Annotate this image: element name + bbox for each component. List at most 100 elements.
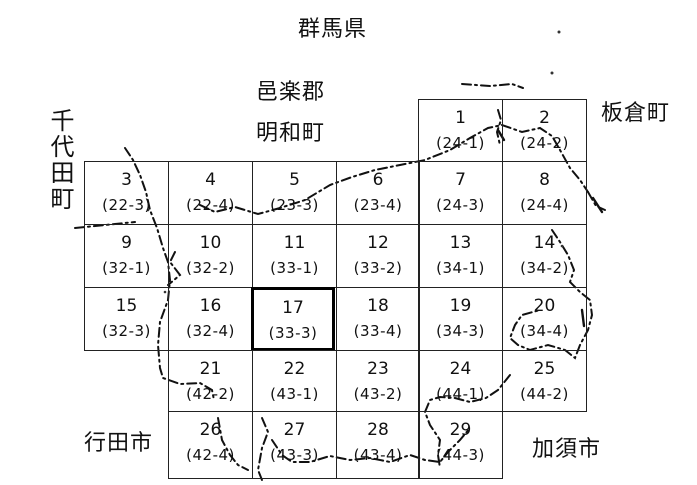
grid-cell: 25 (44-2) (502, 350, 587, 412)
cell-number: 17 (282, 298, 304, 318)
cell-number: 25 (533, 359, 556, 379)
cell-code: (43-1) (270, 385, 319, 403)
boundary-south-mid (256, 417, 270, 481)
cell-code: (43-2) (353, 385, 403, 403)
boundary-south (217, 417, 249, 471)
grid-cell: 1(24-1) (418, 99, 503, 162)
cell-code: (32-1) (102, 259, 151, 277)
boundary-west-left (74, 221, 136, 229)
cell-number: 3 (121, 170, 132, 190)
grid-cell: 8 (24-4) (502, 161, 587, 225)
cell-code: (44-3) (436, 446, 485, 464)
cell-code: (33-3) (268, 324, 318, 342)
cell-number: 29 (449, 420, 472, 440)
grid-cell: 28 (43-4) (336, 411, 420, 479)
cell-number: 8 (539, 170, 550, 190)
boundary-north (199, 123, 589, 216)
grid-cell: 12 (33-2) (336, 224, 420, 288)
cell-code: (22-4) (186, 196, 235, 214)
cell-code: (32-4) (186, 322, 235, 340)
grid-cell: 14 (34-2) (502, 224, 587, 288)
grid-cell: 29 (44-3) (418, 411, 503, 479)
cell-number: 27 (283, 420, 306, 440)
boundary-north-east (587, 191, 606, 211)
cell-code: (24-3) (436, 196, 485, 214)
cell-code: (33-4) (353, 322, 403, 340)
grid-cell: 9 (32-1) (84, 224, 169, 288)
boundary-north-stub (495, 109, 503, 146)
grid-cell: 16 (32-4) (168, 287, 253, 351)
cell-code: (24-2) (520, 134, 569, 152)
grid-cell: 18 (33-4) (336, 287, 420, 351)
cell-number: 12 (367, 233, 389, 253)
cell-code: (44-2) (520, 385, 569, 403)
cell-number: 16 (199, 296, 222, 316)
grid-cell: 5(23-3) (252, 161, 337, 225)
cell-code: (34-1) (436, 259, 485, 277)
cell-number: 18 (367, 296, 389, 316)
region-label-oura-gun: 邑楽郡 (256, 80, 326, 105)
cell-number: 6 (372, 170, 384, 190)
cell-code: (32-2) (186, 259, 235, 277)
boundary-west (124, 147, 215, 401)
boundary-east (508, 229, 594, 360)
cell-code: (42-2) (186, 385, 235, 403)
grid-cell: 26 (42-4) (168, 411, 253, 479)
grid-cell: 3 (22-3) (84, 161, 169, 225)
cell-number: 20 (533, 296, 556, 316)
grid-cell-highlighted: 17 (33-3) (251, 287, 335, 351)
cell-code: (43-4) (353, 446, 403, 464)
cell-number: 23 (367, 359, 389, 379)
cell-number: 10 (199, 233, 222, 253)
cell-number: 28 (367, 420, 389, 440)
region-label-gyoda: 行田市 (84, 431, 154, 456)
grid-cell: 24 (44-1) (418, 350, 503, 412)
region-label-kazo: 加須市 (532, 437, 602, 462)
cell-number: 13 (449, 233, 472, 253)
cell-code: (33-1) (270, 259, 319, 277)
region-label-itakura: 板倉町 (601, 101, 671, 126)
grid-cell: 7(24-3) (418, 161, 503, 225)
cell-code: (43-3) (270, 446, 319, 464)
grid-cell: 4 (22-4) (168, 161, 253, 225)
cell-number: 26 (199, 420, 222, 440)
cell-number: 2 (539, 108, 550, 128)
cell-number: 14 (533, 233, 556, 253)
cell-code: (44-1) (436, 385, 485, 403)
region-label-chiyoda: 千代田町 (46, 108, 74, 212)
cell-code: (32-3) (102, 322, 151, 340)
cell-number: 22 (283, 359, 306, 379)
cell-code: (33-2) (353, 259, 403, 277)
cell-code: (34-3) (436, 322, 485, 340)
cell-code: (34-4) (520, 322, 569, 340)
cell-number: 9 (121, 233, 132, 253)
cell-code: (42-4) (186, 446, 235, 464)
grid-cell: 10 (32-2) (168, 224, 253, 288)
cell-number: 11 (283, 233, 306, 253)
cell-number: 24 (449, 359, 472, 379)
cell-number: 19 (449, 296, 472, 316)
cell-number: 4 (205, 170, 216, 190)
grid-cell: 6 (23-4) (336, 161, 420, 225)
region-label-gunma: 群馬県 (298, 17, 368, 42)
cell-code: (34-2) (520, 259, 569, 277)
cell-code: (23-4) (353, 196, 403, 214)
grid-cell: 19 (34-3) (418, 287, 503, 351)
grid-cell: 27 (43-3) (252, 411, 337, 479)
grid-cell: 2 (24-2) (502, 99, 587, 162)
cell-code: (24-4) (520, 196, 569, 214)
grid-cell: 13 (34-1) (418, 224, 503, 288)
cell-number: 21 (199, 359, 222, 379)
grid-cell: 15(32-3) (84, 287, 169, 351)
grid-cell: 21 (42-2) (168, 350, 253, 412)
boundary-north-tail (461, 82, 524, 89)
cell-code: (23-3) (270, 196, 319, 214)
cell-code: (22-3) (102, 196, 151, 214)
boundary-east-lower (423, 374, 511, 469)
grid-cell: 11 (33-1) (252, 224, 337, 288)
grid-cell: 23 (43-2) (336, 350, 420, 412)
grid-cell: 20 (34-4) (502, 287, 587, 351)
region-label-meiwa: 明和町 (256, 121, 326, 146)
